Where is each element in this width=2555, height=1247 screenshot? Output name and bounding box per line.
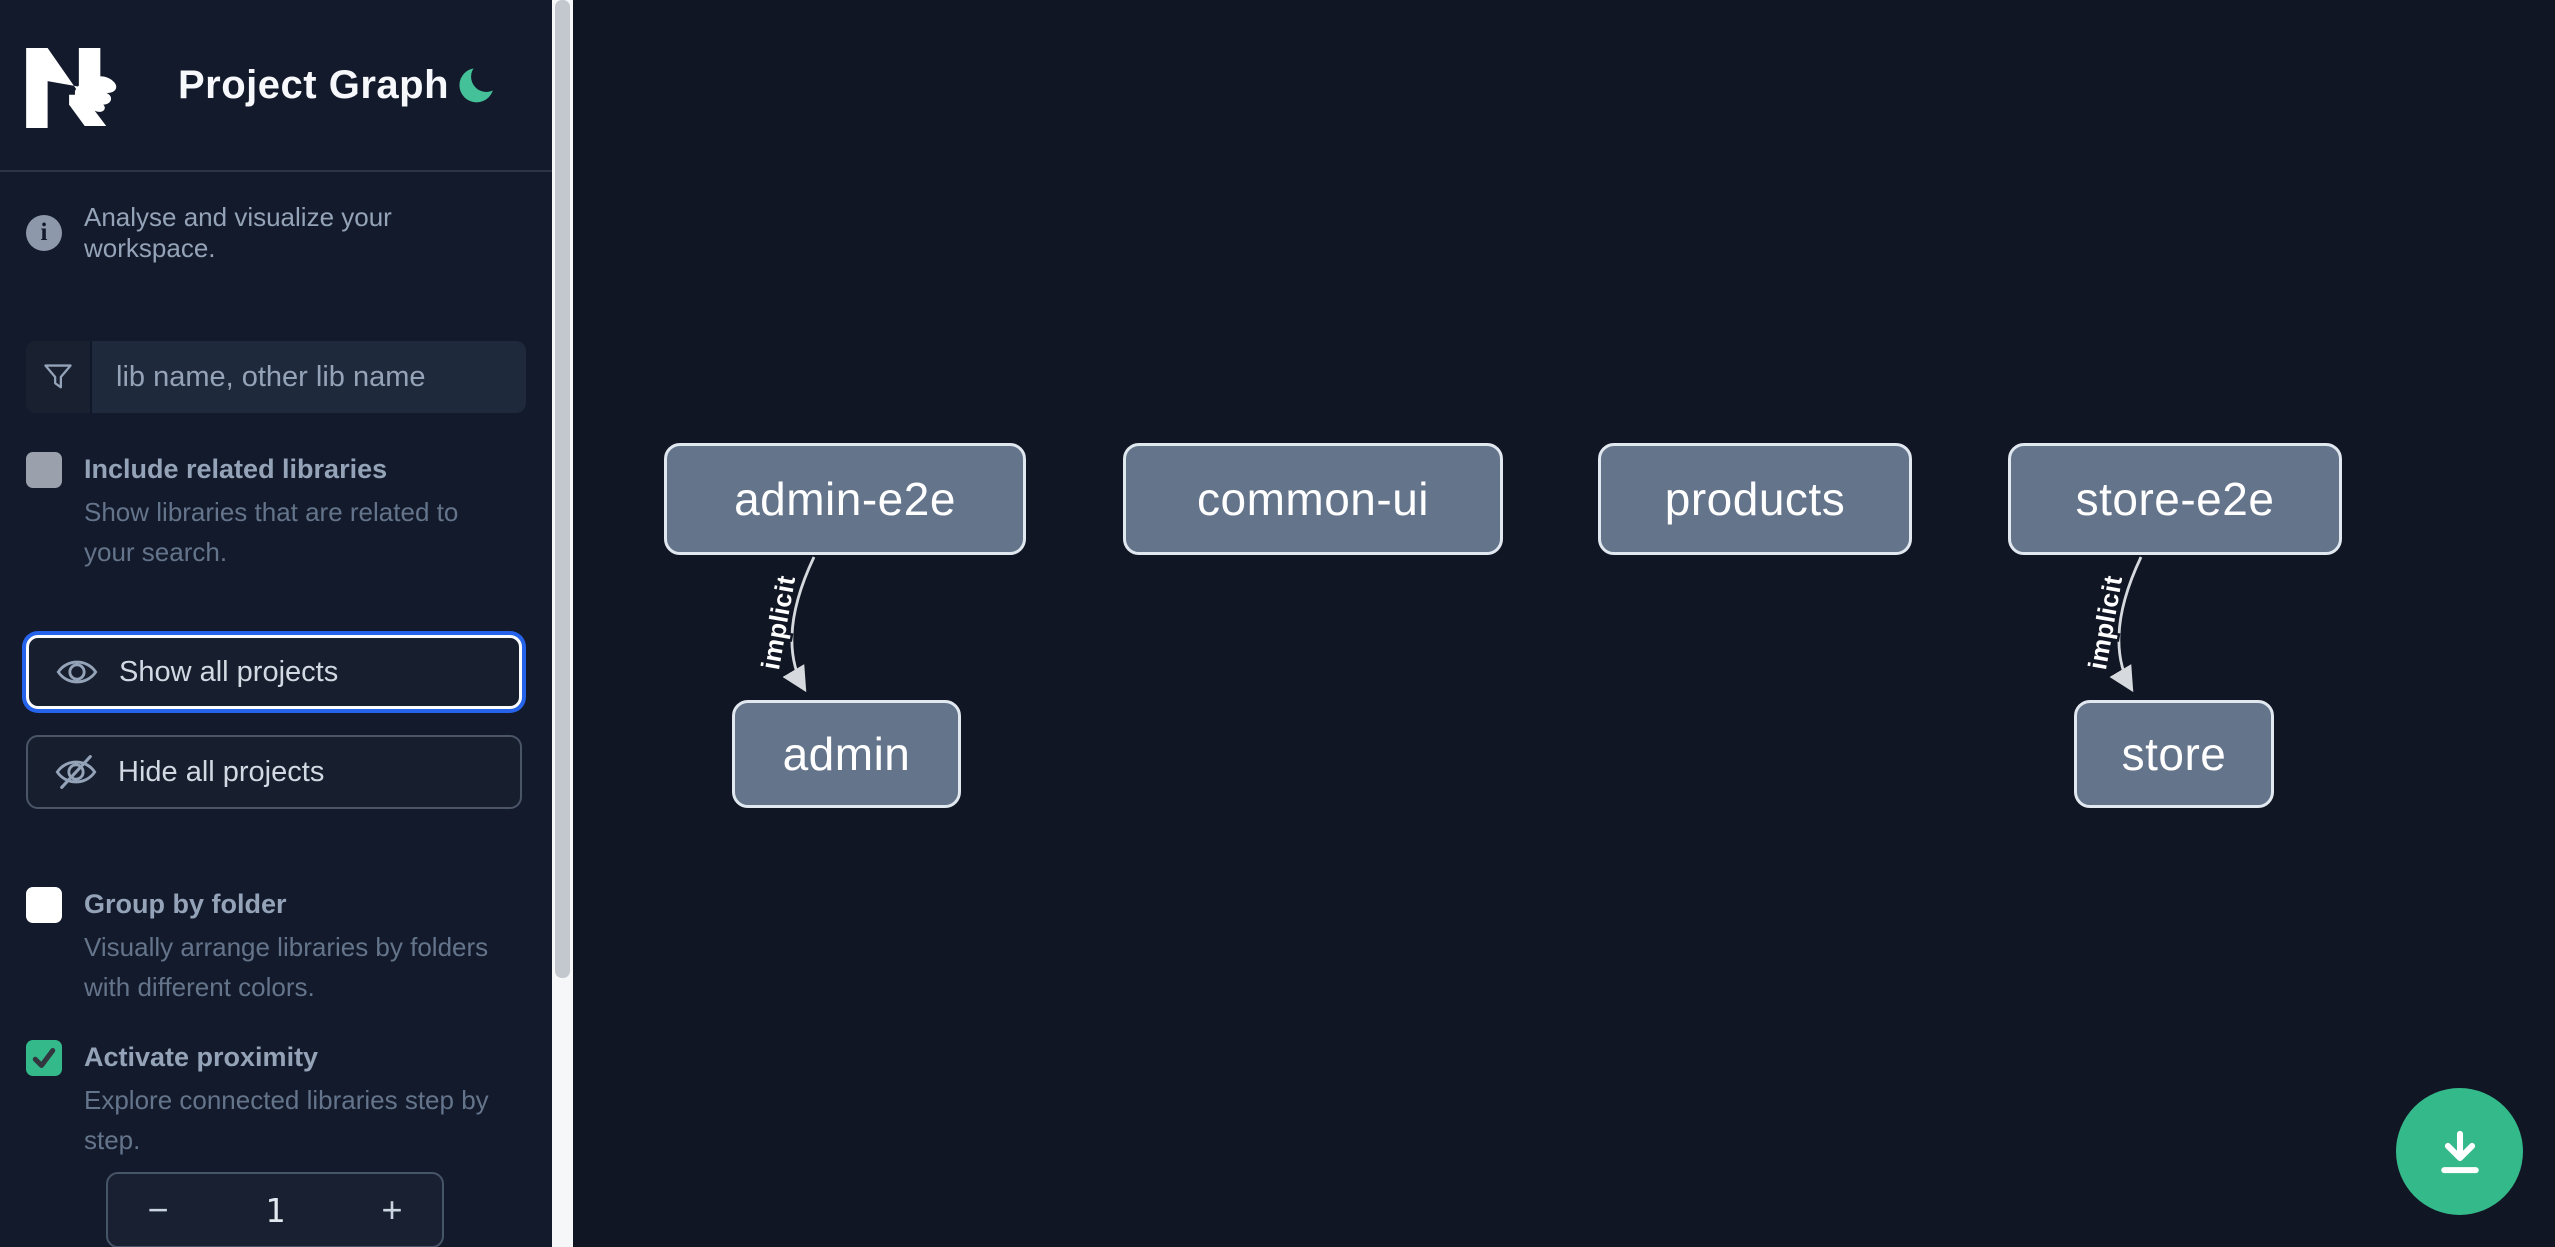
graph-node-products[interactable]: products [1598,443,1912,555]
info-icon: i [26,215,62,251]
funnel-icon [26,341,92,413]
show-all-projects-button[interactable]: Show all projects [26,635,522,709]
toggle-label: Activate proximity [84,1042,319,1072]
filter-input[interactable] [92,341,526,413]
edge-admin-e2e-admin[interactable] [782,556,816,693]
scrollbar-thumb[interactable] [555,0,570,978]
action-label: Show all projects [119,655,339,688]
sidebar: Project Graph i Analyse and visualize yo… [0,0,552,1247]
eye-icon [56,660,98,684]
edge-store-e2e-store[interactable] [2109,556,2143,693]
save-image-button[interactable] [2396,1088,2523,1215]
hide-all-projects-button[interactable]: Hide all projects [26,735,522,809]
filter-box [26,341,526,413]
workspace-info: i Analyse and visualize your workspace. [26,202,526,264]
checkbox-group-by-folder[interactable] [26,887,62,923]
toggle-activate-proximity: Activate proximity Explore connected lib… [26,1038,526,1160]
proximity-depth-stepper: − 1 + [106,1172,444,1247]
graph-node-admin[interactable]: admin [732,700,961,808]
download-icon [2440,1130,2479,1173]
check-icon [32,1048,56,1068]
eye-slash-icon [55,755,97,789]
toggle-label: Include related libraries [84,454,388,484]
toggle-include-related-libraries: Include related libraries Show libraries… [26,450,526,572]
proximity-depth-value: 1 [265,1190,285,1230]
action-label: Hide all projects [118,755,325,788]
graph-node-admin-e2e[interactable]: admin-e2e [664,443,1026,555]
page-title: Project Graph [178,62,450,107]
checkbox-activate-proximity[interactable] [26,1040,62,1076]
checkbox-include-related-libraries[interactable] [26,452,62,488]
toggle-label: Group by folder [84,889,287,919]
theme-toggle-button[interactable] [456,61,502,108]
nx-logo [26,47,117,128]
graph-node-store-e2e[interactable]: store-e2e [2008,443,2342,555]
moon-icon [459,61,502,103]
sidebar-scrollbar[interactable] [552,0,573,1247]
toggle-group-by-folder: Group by folder Visually arrange librari… [26,885,526,1007]
graph-node-common-ui[interactable]: common-ui [1123,443,1503,555]
graph-node-store[interactable]: store [2074,700,2274,808]
decrement-button[interactable]: − [108,1174,208,1246]
tagline: Analyse and visualize your workspace. [84,202,392,263]
sidebar-header: Project Graph [0,0,552,172]
toggle-description: Explore connected libraries step by step… [84,1085,489,1155]
toggle-description: Show libraries that are related to your … [84,497,459,567]
toggle-description: Visually arrange libraries by folders wi… [84,932,489,1002]
increment-button[interactable]: + [342,1174,442,1246]
